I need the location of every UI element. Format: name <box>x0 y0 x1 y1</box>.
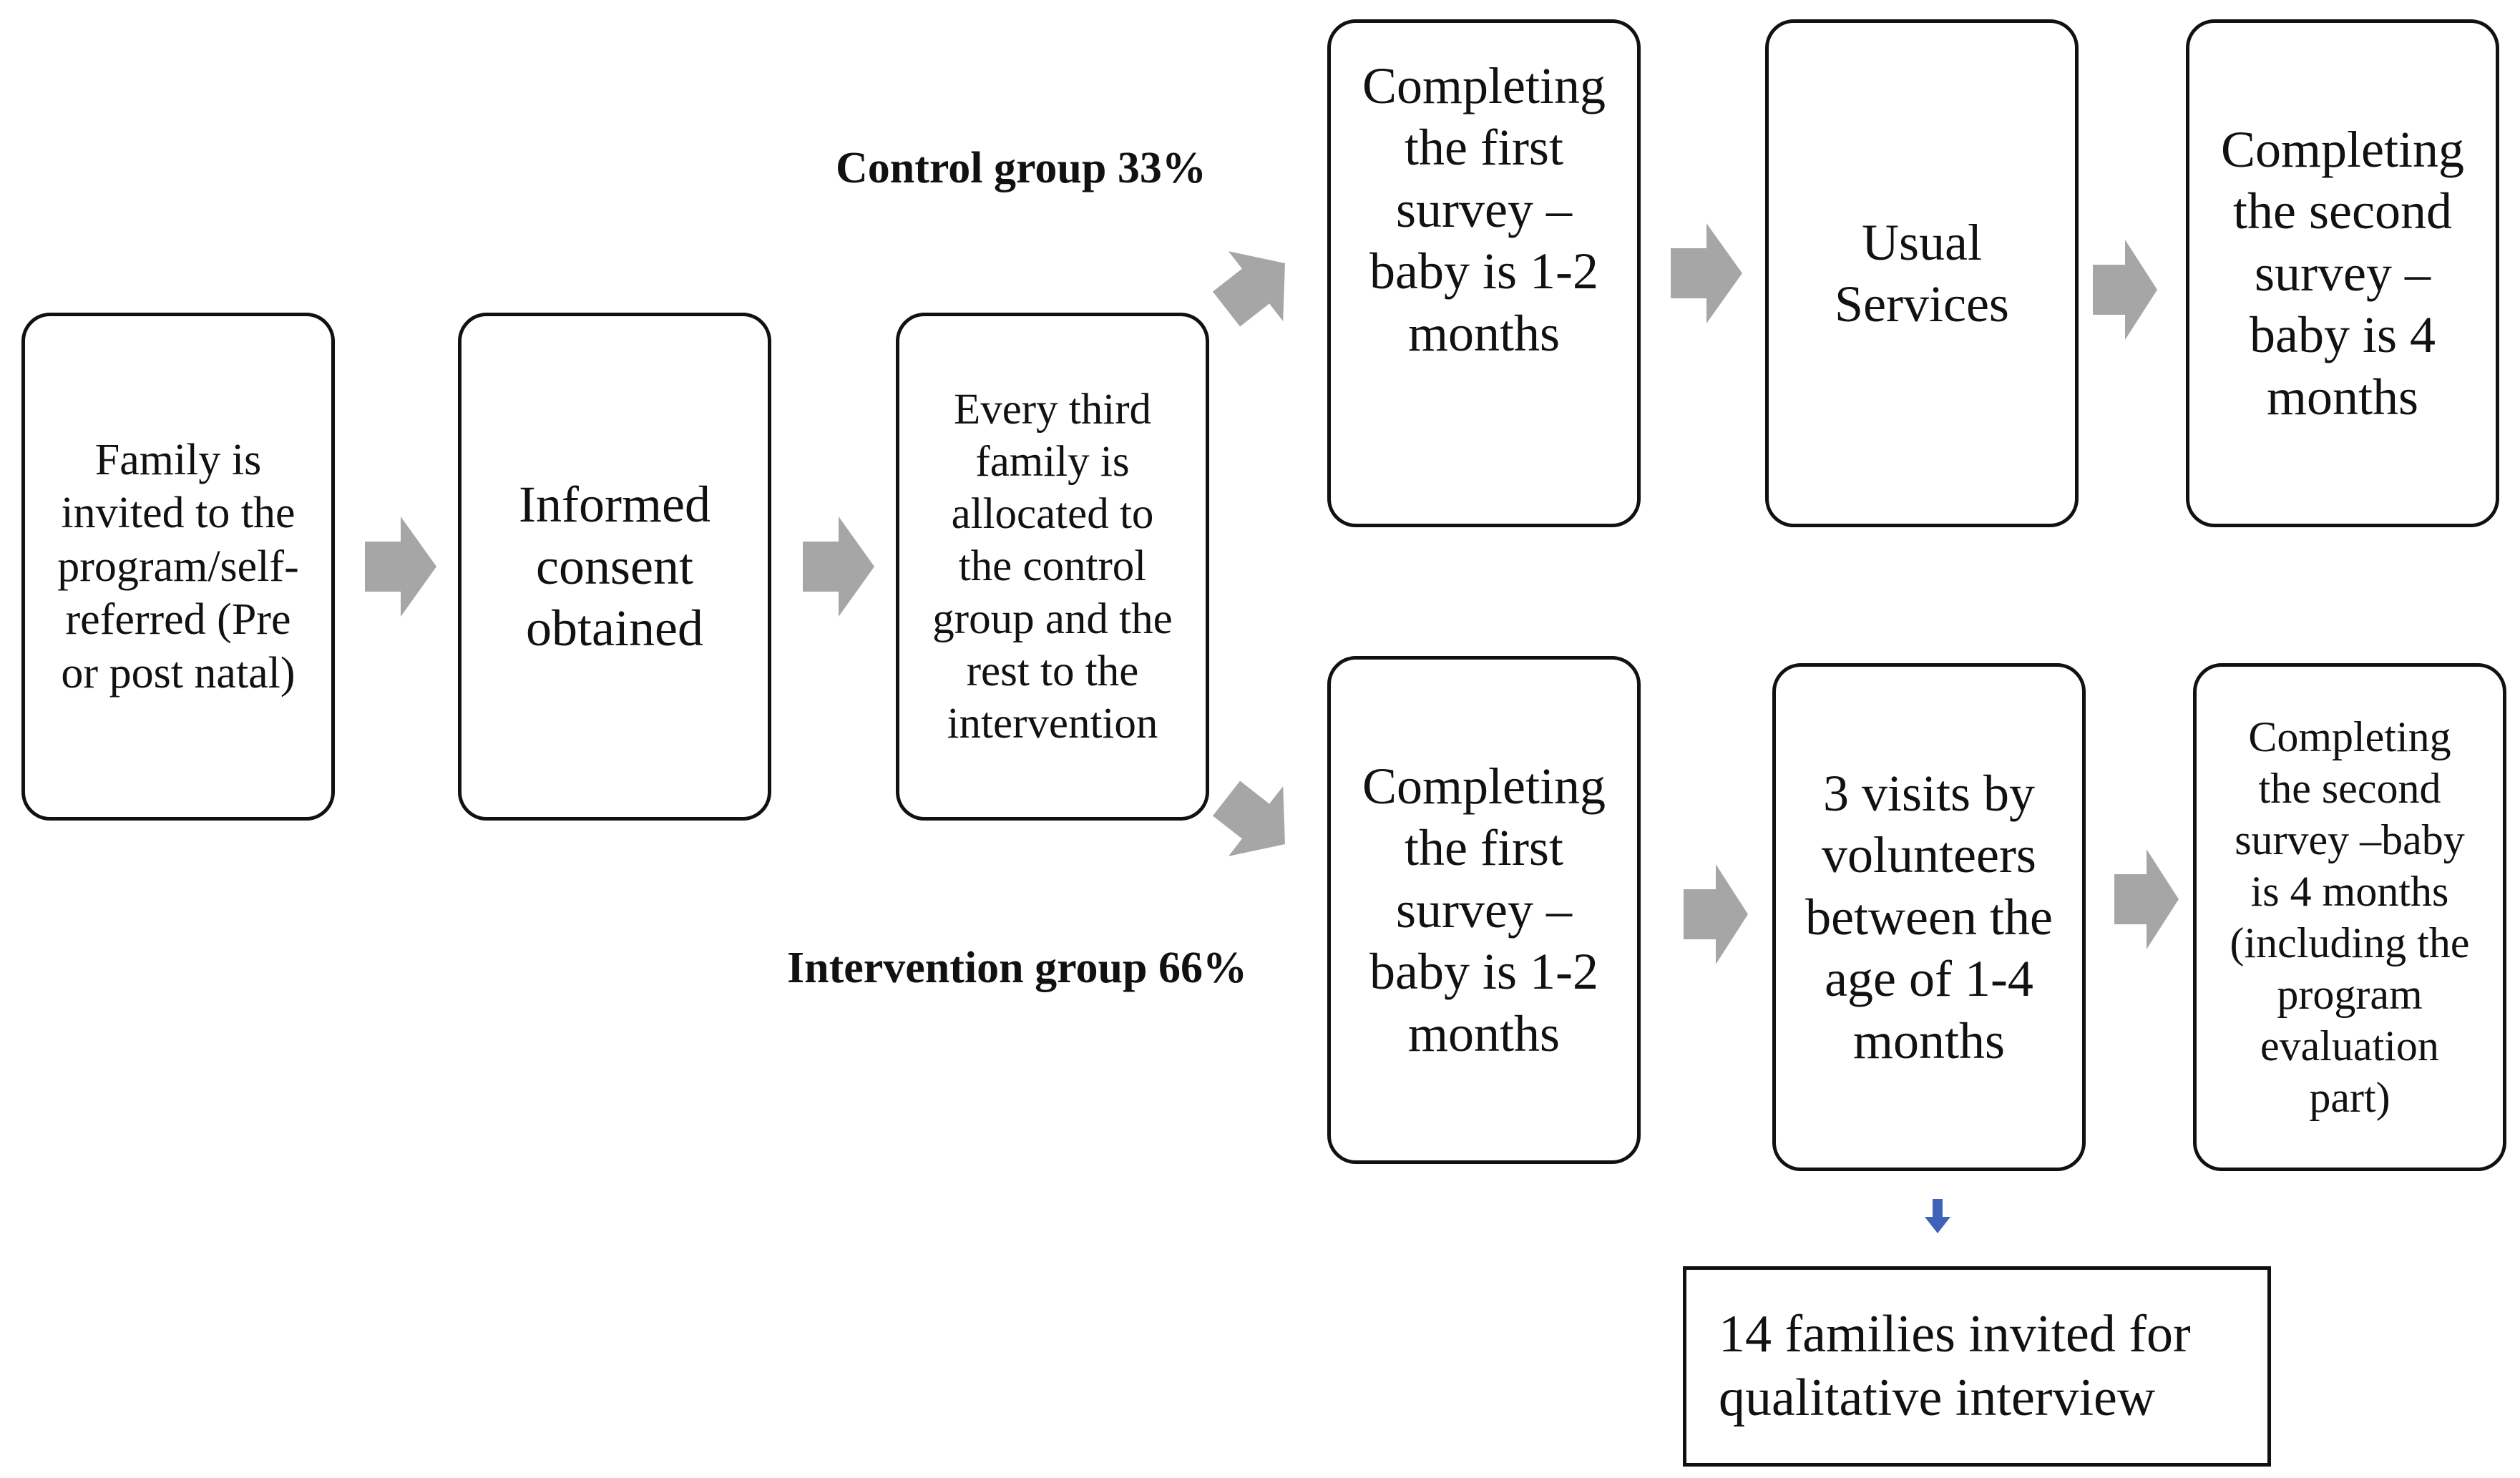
control-second-survey-box: Completing the second survey – baby is 4… <box>2186 19 2499 527</box>
control-second-survey-text: Completing the second survey – baby is 4… <box>2221 121 2464 426</box>
volunteer-visits-text: 3 visits by volunteers between the age o… <box>1805 765 2053 1070</box>
allocate-text: Every third family is allocated to the c… <box>932 385 1173 748</box>
intervention-second-survey-box: Completing the second survey –baby is 4 … <box>2193 663 2506 1171</box>
arrow-allocate-to-intervention <box>1212 780 1285 856</box>
invite-text: Family is invited to the program/self- r… <box>57 436 299 698</box>
intervention-first-survey-box: Completing the first survey – baby is 1-… <box>1327 656 1641 1164</box>
arrow-allocate-to-control <box>1212 251 1285 327</box>
intervention-group-label: Intervention group 66% <box>787 944 1248 992</box>
invite-box: Family is invited to the program/self- r… <box>21 313 335 821</box>
control-first-survey-box: Completing the first survey – baby is 1-… <box>1327 19 1641 527</box>
consent-box: Informed consent obtained <box>458 313 771 821</box>
arrow-control-survey-to-services <box>1671 223 1742 323</box>
consent-text: Informed consent obtained <box>519 476 710 657</box>
intervention-first-survey-text: Completing the first survey – baby is 1-… <box>1362 758 1606 1062</box>
small-down-arrow-icon <box>1925 1199 1950 1233</box>
qualitative-interview-text: 14 families invited for qualitative inte… <box>1719 1305 2191 1427</box>
control-group-label: Control group 33% <box>836 144 1206 192</box>
arrow-int-survey-to-visits <box>1684 864 1748 964</box>
allocate-box: Every third family is allocated to the c… <box>896 313 1209 821</box>
qualitative-interview-box: 14 families invited for qualitative inte… <box>1683 1266 2271 1467</box>
arrow-visits-to-int-survey2 <box>2114 849 2179 949</box>
arrow-services-to-control-survey2 <box>2093 240 2157 340</box>
usual-services-box: Usual Services <box>1765 19 2079 527</box>
arrow-invite-to-consent <box>365 517 436 617</box>
control-first-survey-text: Completing the first survey – baby is 1-… <box>1362 57 1606 362</box>
arrow-consent-to-allocate <box>803 517 874 617</box>
volunteer-visits-box: 3 visits by volunteers between the age o… <box>1772 663 2086 1171</box>
usual-services-text: Usual Services <box>1835 213 2009 333</box>
intervention-second-survey-text: Completing the second survey –baby is 4 … <box>2230 713 2470 1121</box>
